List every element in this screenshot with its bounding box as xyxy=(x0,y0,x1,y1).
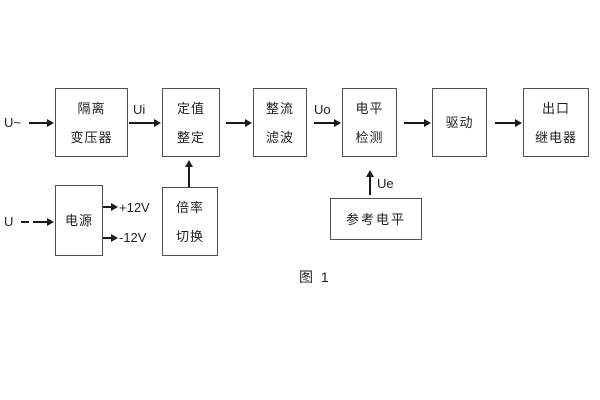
label-plus-12v: +12V xyxy=(119,200,150,215)
label-input-ac: U~ xyxy=(4,115,21,130)
figure-caption: 图 1 xyxy=(299,269,331,285)
block-level-detect: 电平 检测 xyxy=(342,88,397,157)
arrow-ac-input-icon xyxy=(29,119,54,126)
block-label: 检测 xyxy=(355,129,384,145)
block-label: 出口 xyxy=(541,100,570,116)
block-label: 隔离 xyxy=(77,100,106,116)
block-label: 驱动 xyxy=(445,115,474,130)
arrow-reference-to-leveldetect-icon xyxy=(366,170,373,195)
arrow-drive-to-relay-icon xyxy=(495,119,522,126)
dc-input-dash-icon xyxy=(21,221,29,223)
block-label: 倍率 xyxy=(175,199,204,215)
arrow-rail-positive-icon xyxy=(103,203,118,210)
label-ui: Ui xyxy=(133,102,146,117)
block-output-relay: 出口 继电器 xyxy=(523,88,589,157)
label-minus-12v: -12V xyxy=(119,230,147,245)
arrow-dc-input-icon xyxy=(33,218,54,225)
block-label: 定值 xyxy=(176,100,205,116)
block-reference-level: 参考电平 xyxy=(330,198,422,240)
block-label: 整定 xyxy=(176,129,205,145)
arrow-setpoint-to-rectifier-icon xyxy=(226,119,252,126)
arrow-rectifier-to-leveldetect-icon xyxy=(314,119,341,126)
arrow-rail-negative-icon xyxy=(103,234,118,241)
block-label: 变压器 xyxy=(70,129,113,145)
block-power-supply: 电源 xyxy=(55,185,103,256)
label-uo: Uo xyxy=(314,102,331,117)
block-label: 切换 xyxy=(175,228,204,244)
block-drive: 驱动 xyxy=(432,88,487,157)
block-label: 电源 xyxy=(64,213,93,228)
block-label: 参考电平 xyxy=(345,211,406,227)
block-ratio-switch: 倍率 切换 xyxy=(162,187,218,256)
arrow-transformer-to-setpoint-icon xyxy=(129,119,161,126)
block-setpoint-adjust: 定值 整定 xyxy=(162,88,220,157)
block-rectifier-filter: 整流 滤波 xyxy=(253,88,307,157)
label-input-dc: U xyxy=(4,214,14,229)
block-label: 继电器 xyxy=(534,129,577,145)
block-label: 整流 xyxy=(265,100,294,116)
block-label: 滤波 xyxy=(265,129,294,145)
arrow-ratio-to-setpoint-icon xyxy=(185,160,192,187)
block-label: 电平 xyxy=(355,100,384,116)
label-ue: Ue xyxy=(377,176,394,191)
block-isolation-transformer: 隔离 变压器 xyxy=(55,88,128,157)
arrow-leveldetect-to-drive-icon xyxy=(404,119,431,126)
